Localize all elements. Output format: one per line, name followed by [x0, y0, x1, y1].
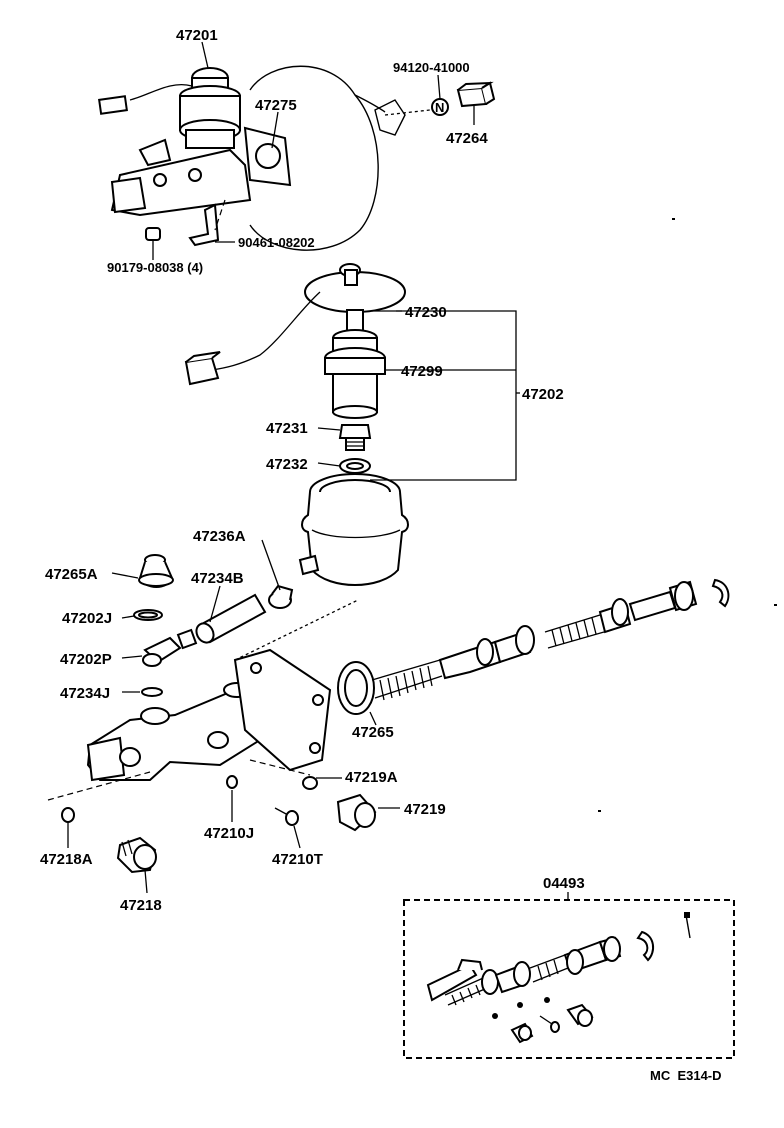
label-47218A: 47218A: [40, 851, 93, 868]
label-47219: 47219: [404, 801, 446, 818]
clip-47236A: [268, 584, 294, 609]
label-47210J: 47210J: [204, 825, 254, 842]
hose-47234B: [195, 593, 267, 644]
nut-94120: N: [431, 98, 449, 116]
screw-47210T: [274, 807, 299, 826]
label-47234B: 47234B: [191, 570, 244, 587]
label-47219A: 47219A: [345, 769, 398, 786]
label-47202P: 47202P: [60, 651, 112, 668]
strainer-47231: [338, 424, 372, 451]
label-47202: 47202: [522, 386, 564, 403]
label-47265A: 47265A: [45, 566, 98, 583]
reservoir-cap-47230: [184, 263, 406, 386]
label-47218: 47218: [120, 897, 162, 914]
label-47202J: 47202J: [62, 610, 112, 627]
label-47236A: 47236A: [193, 528, 246, 545]
label-47210T: 47210T: [272, 851, 323, 868]
plug-47218: [116, 836, 157, 874]
master-cylinder-assembly-top: [98, 67, 292, 247]
label-90461-08202: 90461-08202: [238, 235, 315, 250]
label-47201: 47201: [176, 27, 218, 44]
leader-lines: [67, 41, 475, 894]
label-47275: 47275: [255, 97, 297, 114]
reservoir-body: [298, 473, 409, 586]
label-47265: 47265: [352, 724, 394, 741]
fitting-47202P: [142, 628, 198, 667]
gasket-47210J: [226, 775, 238, 789]
gasket-47218A: [61, 807, 75, 823]
scan-specks: [598, 218, 777, 812]
label-47232: 47232: [266, 456, 308, 473]
piston-assembly: [337, 578, 730, 715]
oring-47234J: [141, 687, 163, 697]
diagram-code: MC E314-D: [650, 1068, 722, 1083]
level-sensor-47299: [324, 329, 386, 419]
repair-kit-box: [403, 892, 735, 1059]
nut-letter: N: [435, 100, 444, 115]
label-04493: 04493: [543, 875, 585, 892]
label-94120-41000: 94120-41000: [393, 60, 470, 75]
label-90179-08038: 90179-08038 (4): [107, 260, 203, 275]
booster-assembly: [249, 65, 431, 251]
label-47231: 47231: [266, 420, 308, 437]
cap-47265A: [138, 554, 174, 588]
label-47264: 47264: [446, 130, 488, 147]
master-cylinder-body: [47, 599, 359, 801]
group-bracket-47202: [370, 310, 520, 481]
part-labels: 47201 47275 94120-41000 47264 90461-0820…: [40, 27, 722, 1083]
ring-47202J: [133, 609, 163, 621]
label-47234J: 47234J: [60, 685, 110, 702]
label-47299: 47299: [401, 363, 443, 380]
plug-47219: [336, 793, 377, 832]
label-47230: 47230: [405, 304, 447, 321]
grommet-47232: [339, 458, 371, 474]
gasket-47219A: [302, 776, 318, 790]
clevis-47264: [456, 81, 496, 108]
